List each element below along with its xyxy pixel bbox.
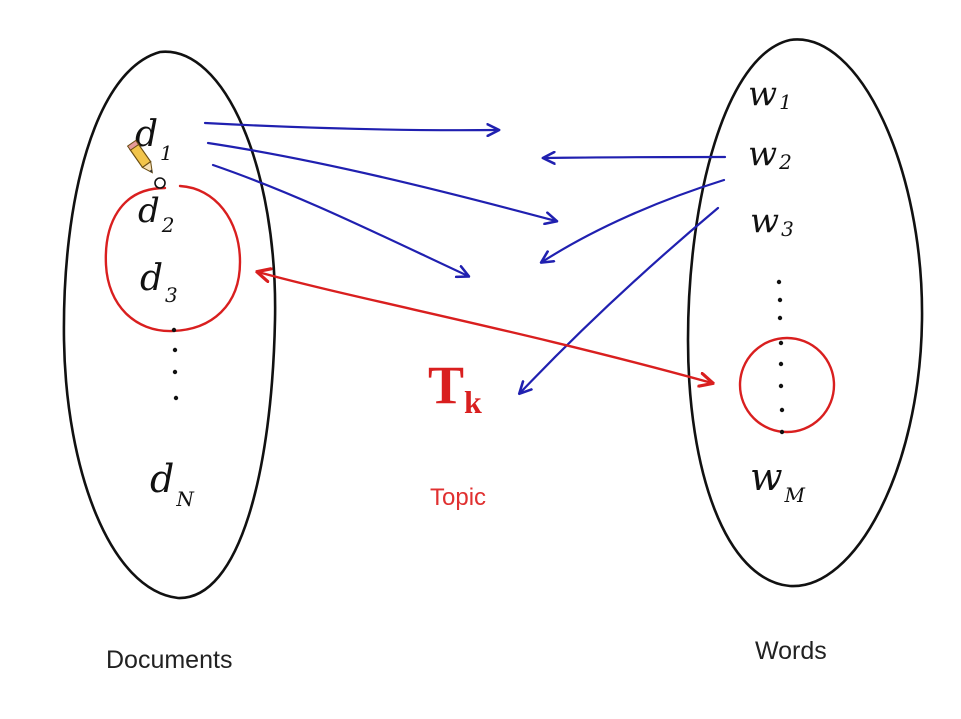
arrow-d1-to-topic-c [211,163,468,276]
arrow-d1-to-topic-b [206,141,556,221]
documents-ellipse [62,50,277,600]
documents-ellipsis-dots [171,327,179,401]
documents-title: Documents [106,646,232,674]
pencil-icon [126,139,153,174]
words-ellipse [686,38,924,588]
words-ellipsis-dots [776,279,785,435]
arrow-d1-to-topic-a [203,121,498,130]
arrow-w2-to-topic [544,157,727,158]
topic-label: Topic [430,484,486,511]
topic-symbol: Tk [428,355,482,420]
cursor-target-ring [154,177,166,189]
document-cluster-circle [104,184,242,333]
arrow-doc-cluster-to-word-cluster [258,272,712,383]
words-title: Words [755,637,827,665]
arrow-w2-to-topic-b [542,178,726,262]
word-cluster-circle [738,336,836,434]
